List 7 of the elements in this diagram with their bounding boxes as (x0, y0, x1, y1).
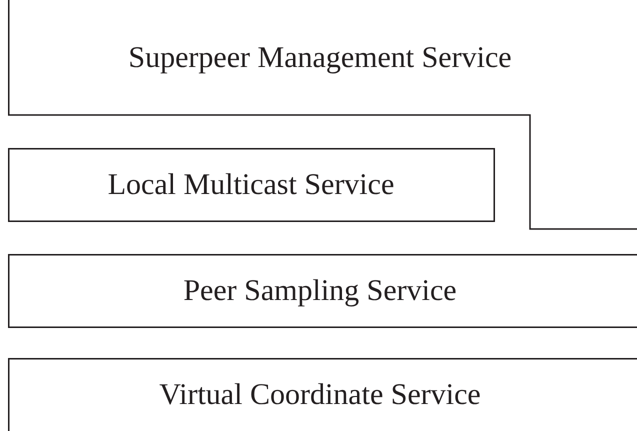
layer-title: Virtual Coordinate Service (159, 378, 481, 412)
service-layer-box (8, 254, 637, 328)
layer-title: Peer Sampling Service (183, 274, 457, 308)
layer-title: Superpeer Management Service (128, 41, 512, 75)
service-layer-box (8, 0, 637, 230)
layer-title: Local Multicast Service (108, 168, 394, 202)
service-layer-box (8, 358, 637, 431)
